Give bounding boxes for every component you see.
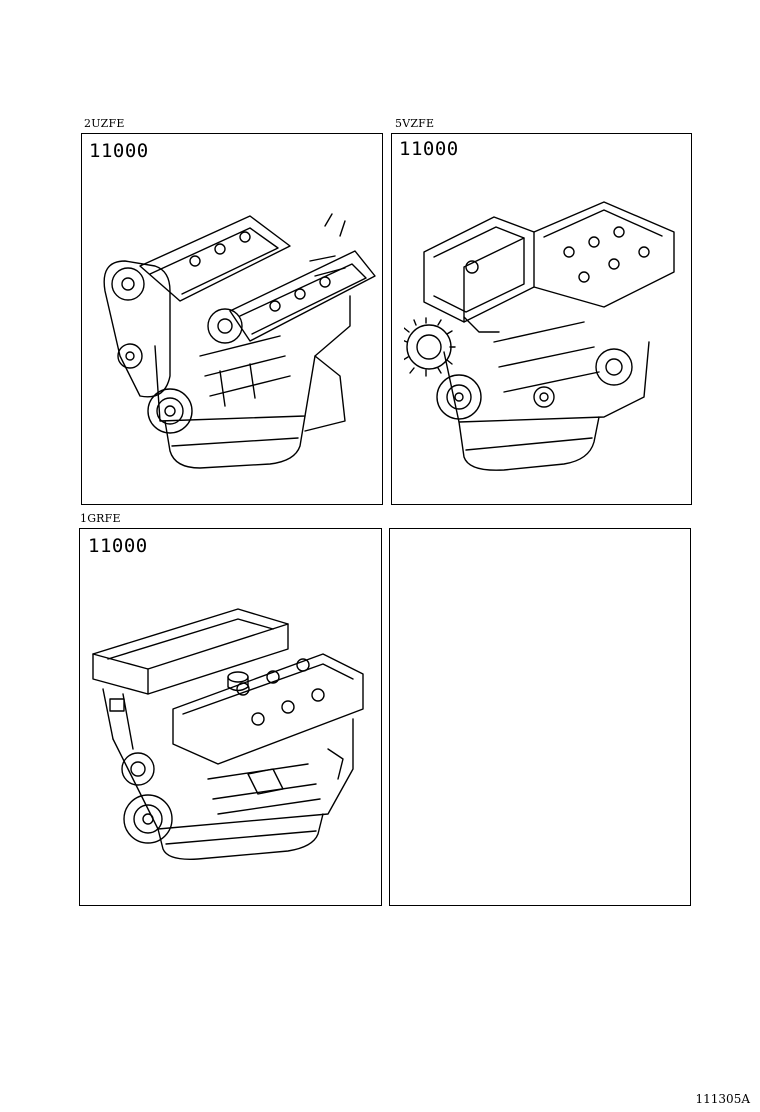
v6-engine-with-fan-icon — [404, 192, 689, 477]
v6-engine-block-icon — [88, 599, 378, 869]
engine-code-label-5vzfe: 5VZFE — [395, 117, 435, 130]
parts-panel-1grfe[interactable]: 11000 — [79, 528, 382, 906]
parts-panel-empty — [389, 528, 691, 906]
figure-code: 111305A — [695, 1092, 750, 1106]
v8-engine-with-timing-belt-icon — [100, 206, 380, 476]
part-number-5vzfe[interactable]: 11000 — [399, 138, 459, 160]
parts-panel-2uzfe[interactable]: 11000 — [81, 133, 383, 505]
part-number-1grfe[interactable]: 11000 — [88, 535, 148, 557]
engine-code-label-2uzfe: 2UZFE — [84, 117, 125, 130]
parts-panel-5vzfe[interactable]: 11000 — [391, 133, 692, 505]
engine-code-label-1grfe: 1GRFE — [80, 512, 121, 525]
part-number-2uzfe[interactable]: 11000 — [89, 140, 149, 162]
